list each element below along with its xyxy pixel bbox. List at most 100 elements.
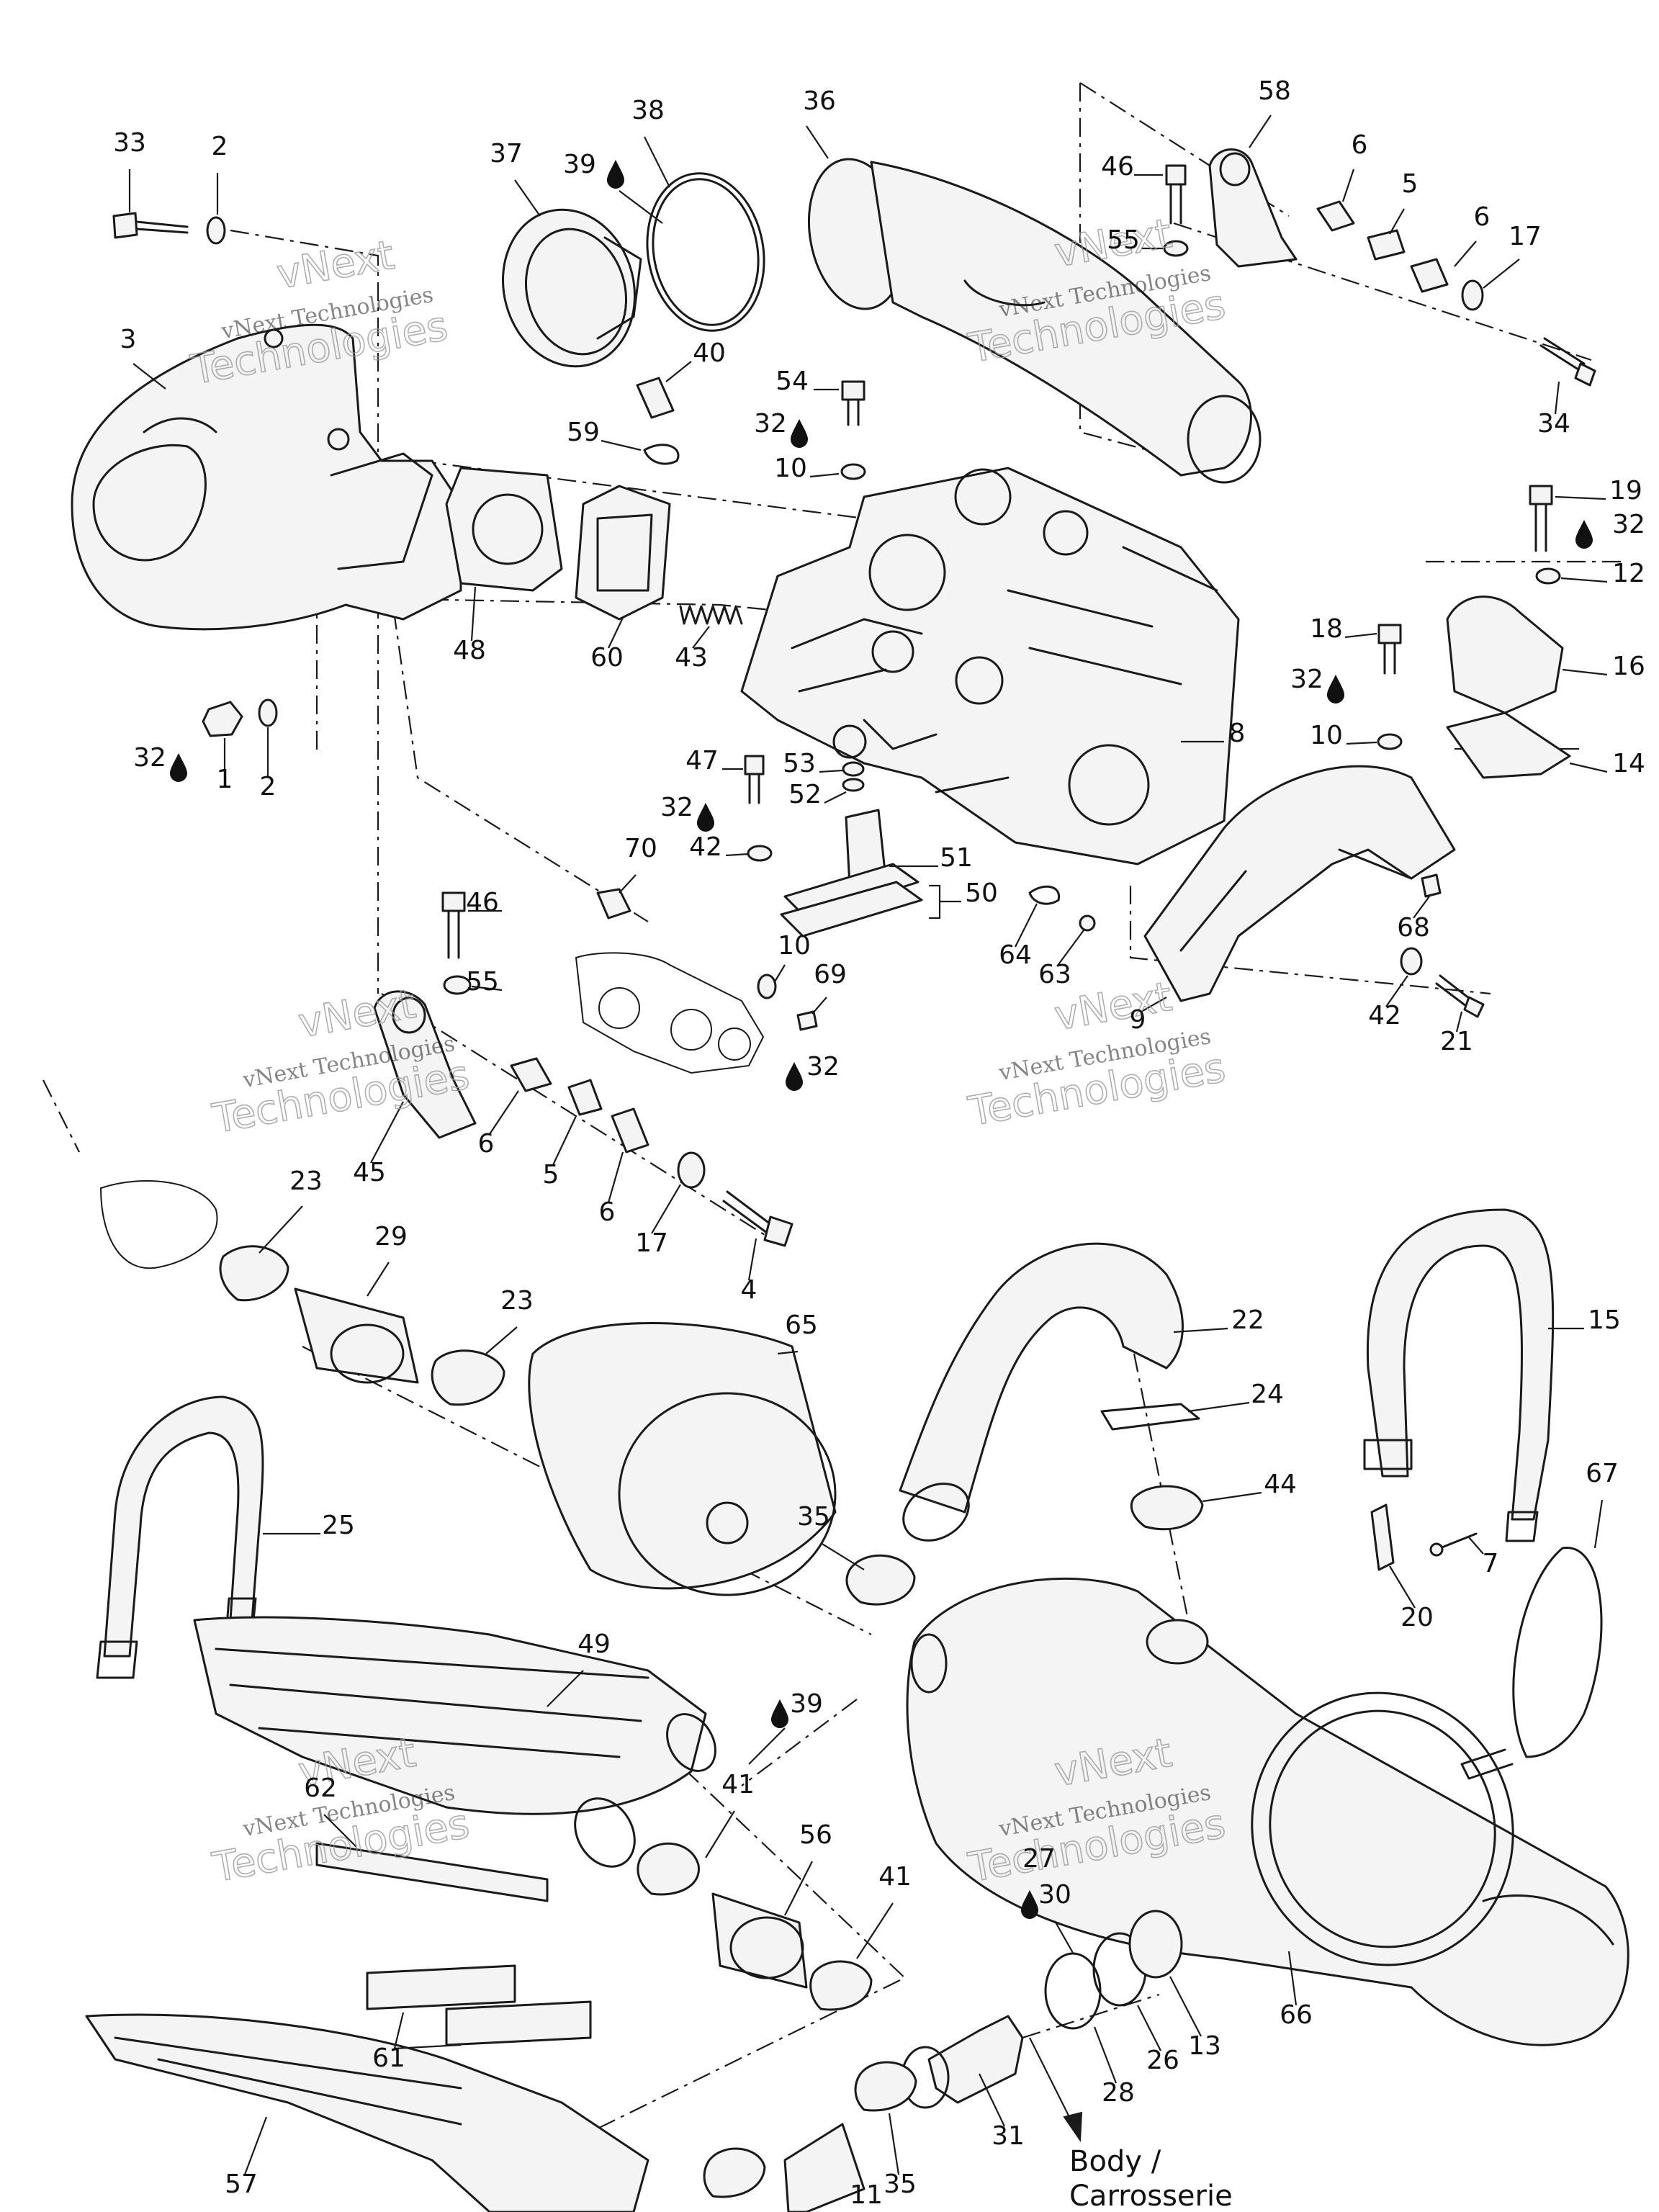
callout-10: 10	[778, 931, 811, 961]
drop-icon	[697, 803, 714, 832]
callout-5: 5	[543, 1160, 559, 1190]
callout-32: 32	[1612, 510, 1645, 539]
callout-67: 67	[1586, 1459, 1619, 1488]
exhaust-elbow	[807, 158, 1262, 484]
callout-32: 32	[133, 743, 166, 773]
callout-25: 25	[322, 1511, 355, 1540]
lubricant-drop-icons	[170, 160, 1593, 1919]
drop-icon	[170, 753, 187, 782]
callout-16: 16	[1612, 652, 1645, 681]
leader-lines	[128, 114, 1608, 2175]
drop-icon	[1021, 1890, 1038, 1919]
callout-68: 68	[1397, 913, 1430, 943]
callout-21: 21	[1440, 1027, 1473, 1056]
callout-32: 32	[660, 793, 693, 822]
drop-icon	[1327, 675, 1344, 703]
drop-icon	[791, 419, 808, 448]
callout-62: 62	[304, 1773, 337, 1803]
callout-42: 42	[689, 832, 722, 862]
callout-61: 61	[372, 2044, 405, 2073]
spring	[679, 605, 743, 625]
callout-31: 31	[992, 2121, 1025, 2151]
callout-63: 63	[1038, 960, 1071, 989]
heat-guard	[1143, 765, 1456, 1002]
clamp-35	[845, 1554, 916, 1606]
callout-9: 9	[1130, 1005, 1146, 1035]
callout-4: 4	[741, 1275, 757, 1305]
hose-and-clamps	[637, 1842, 873, 2011]
manifold-gasket	[445, 467, 563, 592]
destination-note: Body / Carrosserie	[1069, 2145, 1233, 2212]
callout-6: 6	[1474, 202, 1491, 232]
callout-1: 1	[217, 765, 233, 794]
exhaust-manifold	[71, 323, 462, 631]
clip	[643, 444, 680, 465]
callout-58: 58	[1258, 76, 1291, 106]
outlet-fittings	[703, 1910, 1183, 2212]
tail-tube	[85, 2013, 649, 2212]
callout-56: 56	[799, 1820, 832, 1850]
callout-52: 52	[788, 780, 822, 809]
callout-3: 3	[120, 325, 137, 354]
callout-39: 39	[563, 150, 596, 179]
callout-26: 26	[1146, 2046, 1179, 2075]
callout-37: 37	[490, 139, 523, 168]
main-muffler	[906, 1577, 1629, 2046]
callout-32: 32	[806, 1052, 840, 1082]
callout-69: 69	[814, 960, 847, 989]
callout-10: 10	[1310, 721, 1343, 750]
fasteners	[112, 148, 1596, 1247]
callout-35: 35	[884, 2170, 917, 2199]
callout-6: 6	[478, 1129, 495, 1159]
callout-53: 53	[783, 749, 816, 778]
callout-34: 34	[1537, 409, 1570, 439]
resonator-tube	[193, 1616, 716, 1868]
straps	[96, 1208, 1555, 1679]
callout-35: 35	[797, 1502, 830, 1532]
callout-51: 51	[940, 843, 973, 873]
drop-icon	[771, 1699, 788, 1728]
o-ring	[646, 172, 765, 332]
callout-23: 23	[500, 1286, 534, 1316]
callout-5: 5	[1402, 169, 1419, 199]
callout-30: 30	[1038, 1880, 1071, 1910]
callout-8: 8	[1229, 719, 1246, 748]
callout-64: 64	[999, 940, 1032, 970]
callout-32: 32	[1290, 665, 1323, 694]
foam-pads	[315, 1842, 592, 2046]
callout-2: 2	[212, 132, 228, 161]
callout-23: 23	[289, 1166, 323, 1196]
callout-15: 15	[1588, 1305, 1621, 1335]
callout-55: 55	[466, 967, 499, 997]
callout-46: 46	[1101, 152, 1134, 181]
callout-49: 49	[577, 1629, 611, 1659]
callout-47: 47	[685, 746, 719, 775]
callout-11: 11	[850, 2180, 883, 2210]
callout-65: 65	[785, 1310, 818, 1340]
callout-41: 41	[878, 1862, 912, 1892]
callout-17: 17	[1509, 222, 1542, 251]
callout-60: 60	[590, 643, 624, 673]
callout-42: 42	[1368, 1001, 1401, 1030]
sleeve	[636, 377, 675, 419]
engine-mount	[1446, 595, 1571, 779]
drop-icon	[786, 1062, 803, 1091]
callout-33: 33	[113, 128, 146, 158]
callout-36: 36	[803, 86, 836, 116]
callout-41: 41	[721, 1770, 755, 1799]
callout-20: 20	[1401, 1603, 1434, 1632]
heat-shield	[575, 485, 671, 621]
destination-note-line1: Body /	[1069, 2145, 1161, 2178]
callout-48: 48	[453, 636, 486, 665]
callout-44: 44	[1264, 1470, 1297, 1499]
clamp-ring	[502, 208, 642, 368]
rubber-mount	[780, 809, 923, 938]
callout-32: 32	[754, 409, 787, 439]
callout-6: 6	[599, 1197, 616, 1227]
callout-29: 29	[374, 1222, 408, 1251]
callout-2: 2	[260, 772, 276, 801]
callout-18: 18	[1310, 614, 1343, 644]
